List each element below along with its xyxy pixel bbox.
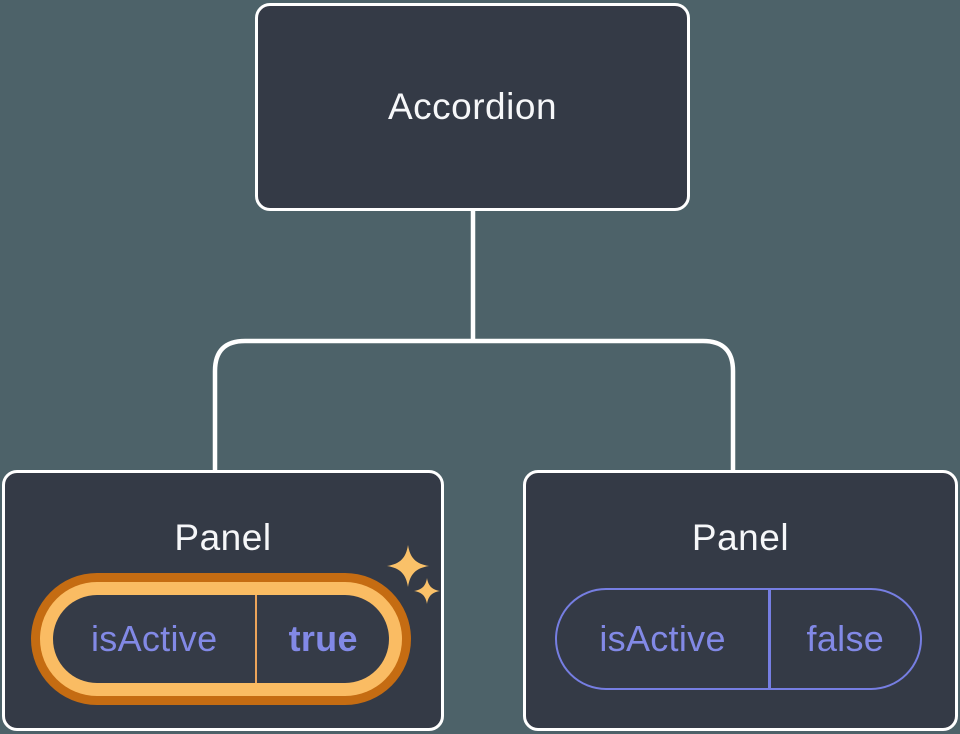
panel-title: Panel [174, 517, 272, 558]
state-prop-cell: isActive [53, 595, 255, 683]
state-prop-name: isActive [599, 618, 726, 659]
state-pill-inactive: isActive false [555, 588, 922, 690]
state-pill-active: isActive true [53, 595, 389, 683]
state-value: false [806, 618, 885, 659]
panel-node-active: Panel isActive true [2, 470, 444, 731]
panel-node-inactive: Panel isActive false [523, 470, 958, 731]
state-value: true [288, 618, 358, 659]
state-prop-name: isActive [90, 618, 218, 659]
pill-divider [768, 590, 771, 688]
state-pill-active-highlight: isActive true [31, 573, 411, 705]
state-prop-cell: isActive [557, 590, 768, 688]
accordion-node: Accordion [255, 3, 690, 211]
accordion-node-label: Accordion [387, 86, 558, 127]
state-value-cell: true [257, 595, 389, 683]
pill-divider [255, 595, 258, 683]
panel-title: Panel [691, 517, 790, 558]
state-value-cell: false [771, 590, 920, 688]
state-pill-active-highlight-inner: isActive true [40, 582, 402, 696]
